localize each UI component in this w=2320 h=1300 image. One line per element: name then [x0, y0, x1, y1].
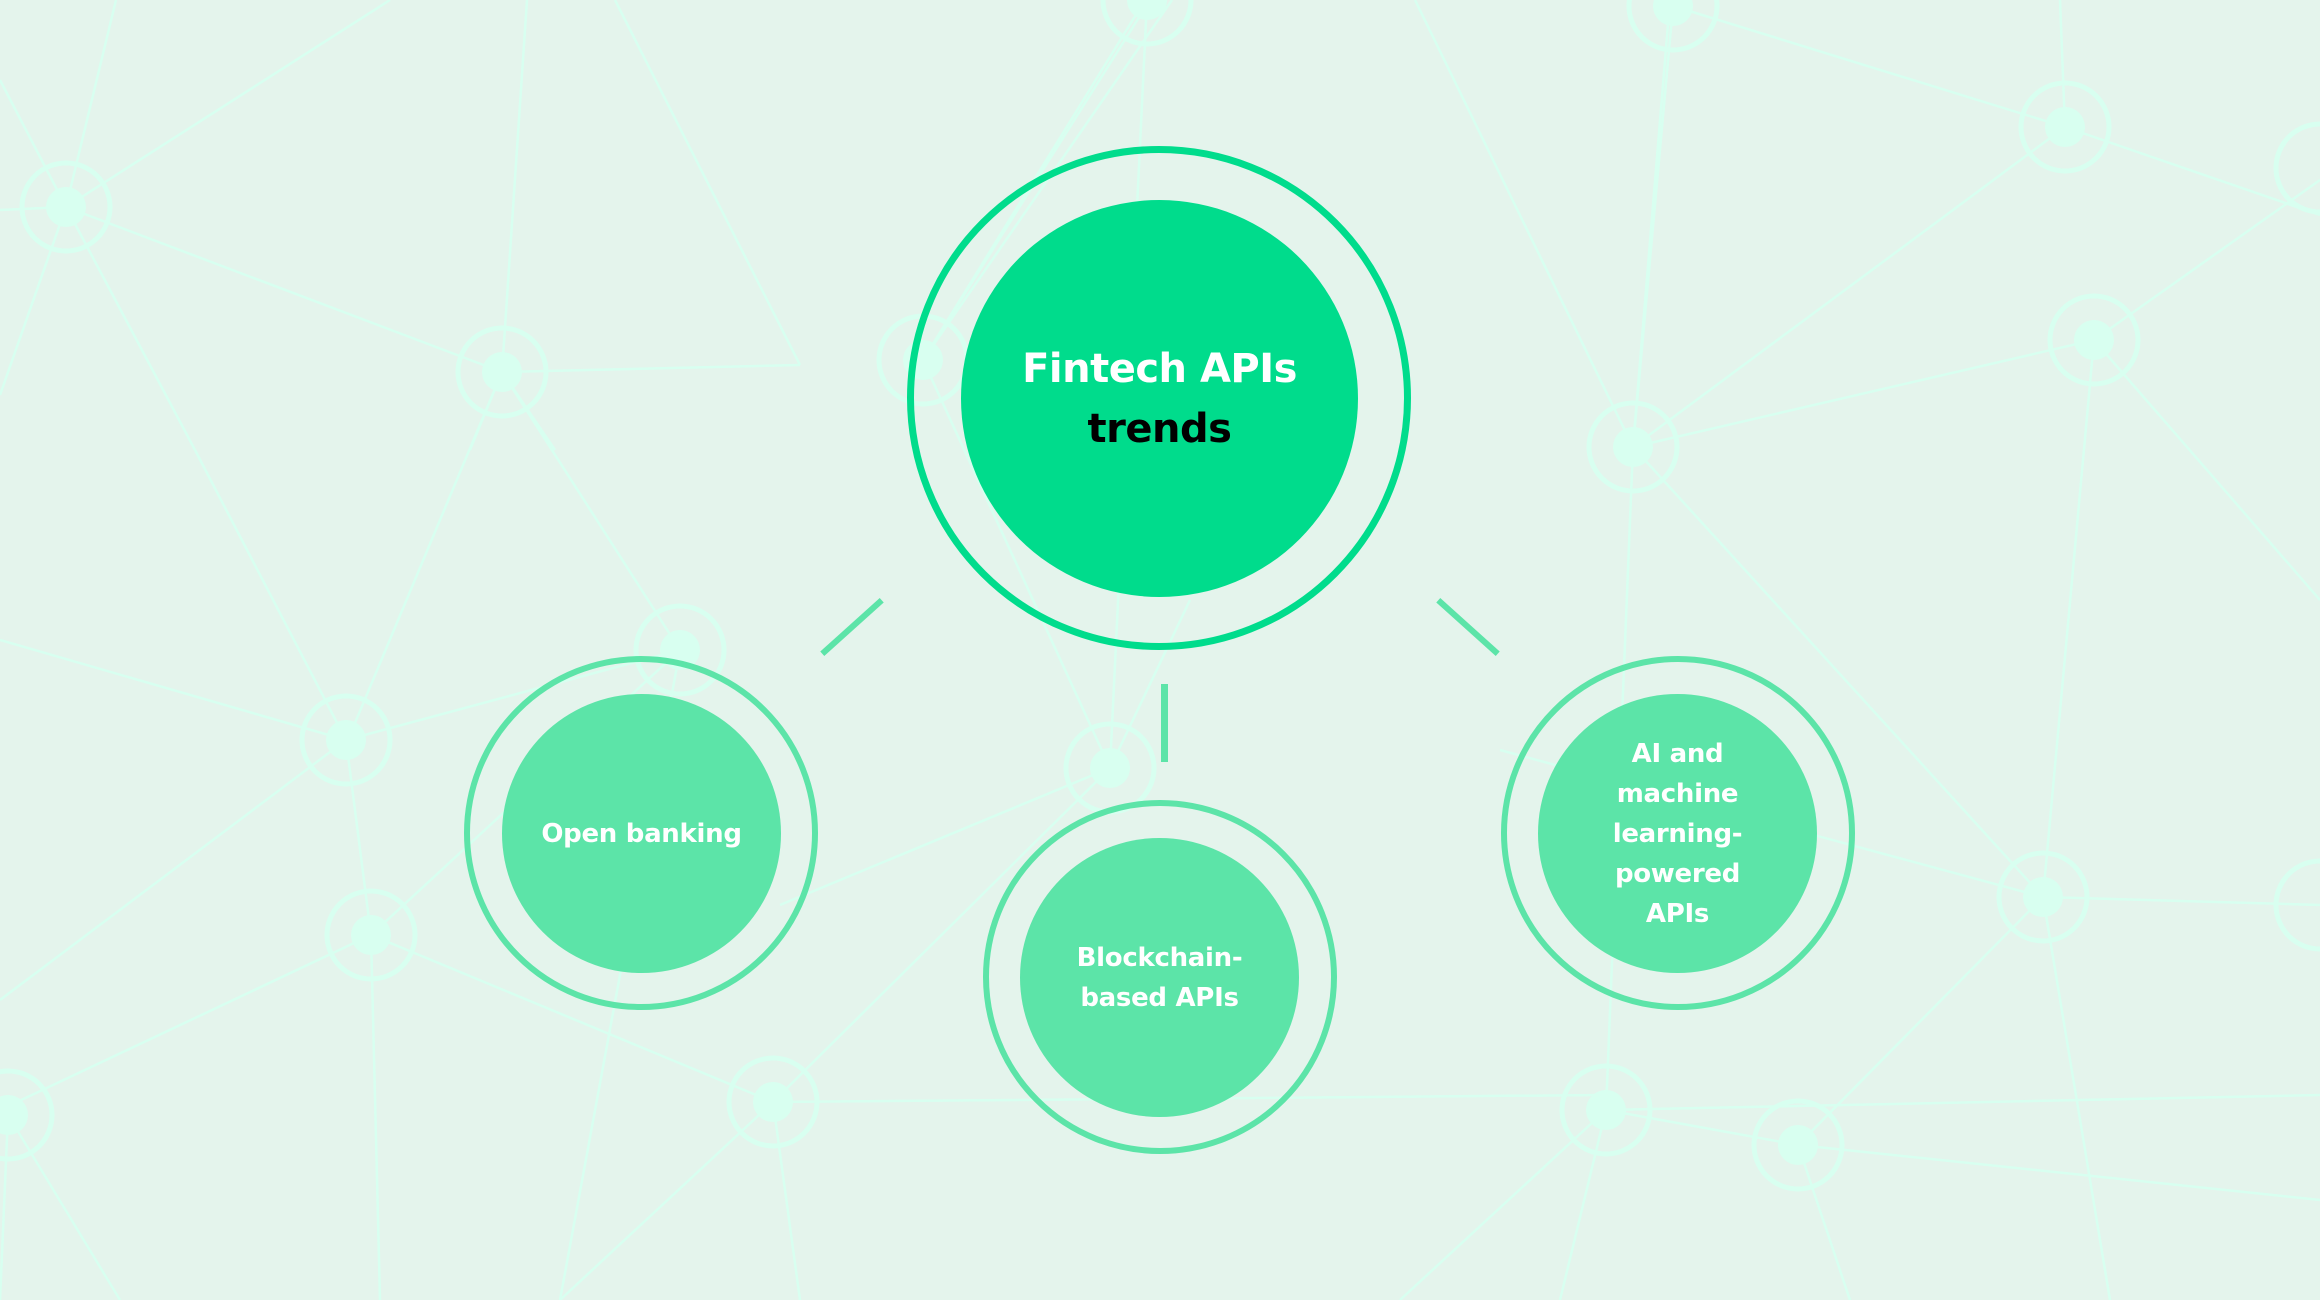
central-title-line1: Fintech APIs — [1022, 345, 1297, 392]
central-node: Fintech APIs trends — [961, 200, 1358, 597]
node-open-banking-label: Open banking — [541, 818, 742, 849]
node-open-banking-ring — [464, 656, 818, 1010]
node-blockchain-label: Blockchain-based APIs — [1076, 942, 1243, 1013]
central-node-ring — [907, 146, 1411, 650]
node-ai-ml: AI and machine learning-powered APIs — [1538, 694, 1817, 973]
node-blockchain-ring — [983, 800, 1337, 1154]
node-ai-ml-ring — [1501, 656, 1855, 1010]
central-title-line2: trends — [1087, 405, 1232, 452]
connector-center — [1161, 684, 1168, 762]
node-ai-ml-label: AI and machine learning-powered APIs — [1612, 738, 1743, 929]
node-open-banking: Open banking — [502, 694, 781, 973]
node-blockchain: Blockchain-based APIs — [1020, 838, 1299, 1117]
